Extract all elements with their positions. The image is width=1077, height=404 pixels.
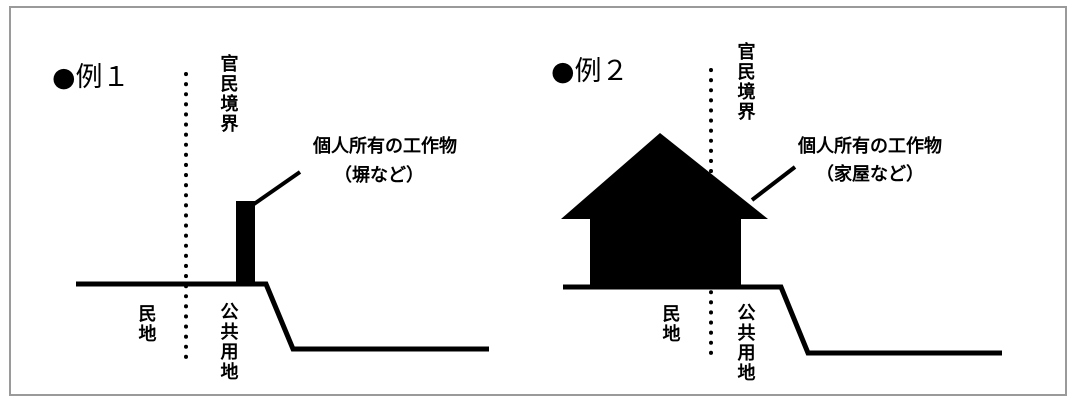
example-1-callout-line2: （塀など） (334, 165, 424, 186)
example-2-private-land-label: 民地 (660, 304, 681, 344)
example-1-ground-line (76, 281, 489, 352)
example-1-private-land-label: 民地 (136, 304, 157, 344)
example-2-public-land-label: 公共用地 (735, 303, 756, 383)
example-2-callout-line1: 個人所有の工作物 (797, 135, 942, 157)
example-2-callout-line2: （家屋など） (816, 163, 924, 185)
example-1-wall (236, 201, 255, 285)
example-2-ground-line (563, 284, 1002, 356)
example-1-callout-line1: 個人所有の工作物 (312, 135, 457, 157)
example-1: ●例１ 官民境界 民地 公共用地 個人所有の工作物 （塀など） (52, 53, 489, 382)
example-2-boundary-label: 官民境界 (735, 41, 756, 122)
example-2-title: ●例２ (551, 56, 629, 87)
example-1-public-land-label: 公共用地 (218, 302, 239, 382)
diagram-frame (9, 6, 1067, 396)
example-2-callout-leader (750, 165, 797, 202)
example-2: ●例２ 官民境界 民地 公共用地 個人所有の工作物 （家屋など） (551, 41, 1002, 383)
example-1-callout-leader (252, 170, 302, 206)
example-1-boundary-label: 官民境界 (218, 53, 239, 134)
example-1-title: ●例１ (52, 62, 130, 93)
example-2-house (561, 133, 768, 287)
